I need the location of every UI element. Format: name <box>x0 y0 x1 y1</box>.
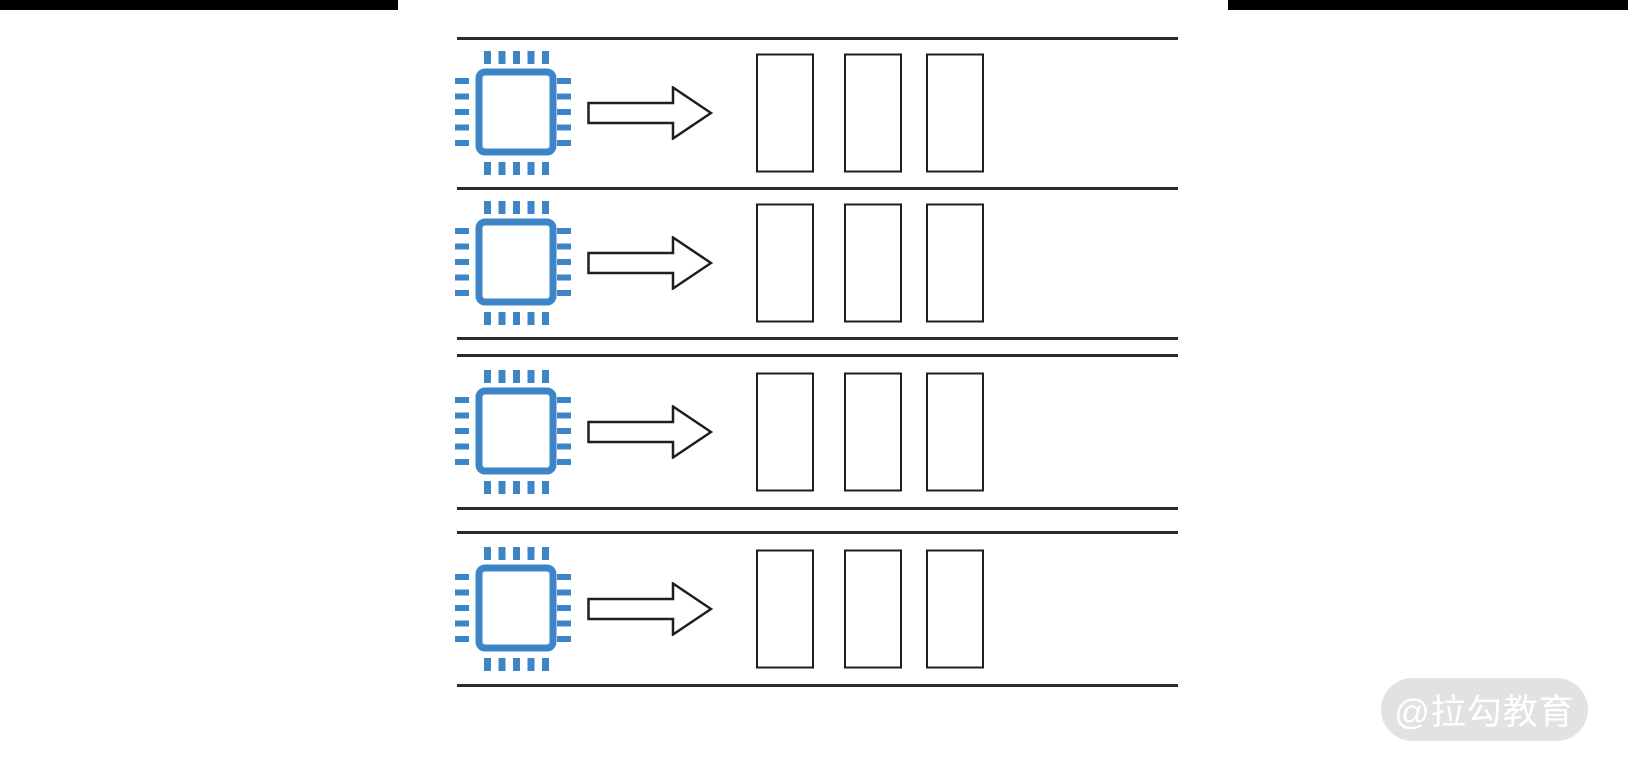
lane-separator-line <box>457 187 1178 190</box>
lane-separator-line <box>457 684 1178 687</box>
task-slot <box>756 372 814 492</box>
task-slot <box>844 372 902 492</box>
top-right-black-bar <box>1228 0 1628 10</box>
task-slot <box>926 549 984 669</box>
watermark-text: @拉勾教育 <box>1394 693 1575 732</box>
cpu-chip-icon <box>455 51 571 175</box>
lane-separator-line <box>457 37 1178 40</box>
task-slot <box>844 203 902 323</box>
lane-separator-line <box>457 354 1178 357</box>
task-slot <box>756 53 814 173</box>
task-slot <box>926 203 984 323</box>
task-slot <box>756 203 814 323</box>
cpu-chip-icon <box>455 201 571 325</box>
right-arrow-icon <box>587 85 714 141</box>
cpu-lane-1 <box>455 39 1180 187</box>
cpu-lane-3 <box>455 357 1180 507</box>
watermark-badge: @拉勾教育 <box>1381 678 1588 741</box>
right-arrow-icon <box>587 581 714 637</box>
task-slot <box>844 53 902 173</box>
right-arrow-icon <box>587 404 714 460</box>
task-slot <box>926 53 984 173</box>
cpu-chip-icon <box>455 370 571 494</box>
top-left-black-bar <box>0 0 398 10</box>
task-slot <box>844 549 902 669</box>
cpu-lane-2 <box>455 189 1180 337</box>
lane-separator-line <box>457 337 1178 340</box>
task-slot <box>926 372 984 492</box>
lane-separator-line <box>457 531 1178 534</box>
cpu-chip-icon <box>455 547 571 671</box>
right-arrow-icon <box>587 235 714 291</box>
lane-separator-line <box>457 507 1178 510</box>
task-slot <box>756 549 814 669</box>
cpu-lane-4 <box>455 534 1180 684</box>
